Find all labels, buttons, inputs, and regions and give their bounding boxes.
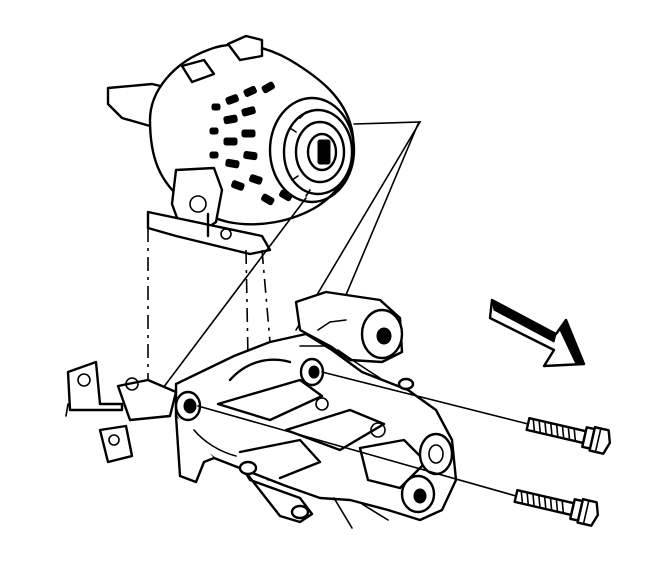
adjuster-bracket — [65, 360, 124, 417]
bolt-centerlines — [197, 345, 529, 497]
bracket-bolt-lower — [513, 488, 600, 527]
alternator-vents — [209, 81, 293, 206]
engine-bracket — [116, 290, 458, 529]
washer-plate — [98, 424, 134, 464]
alternator-pulley — [282, 108, 354, 197]
arrow-icon — [488, 298, 586, 368]
bracket-bolt-upper — [525, 416, 612, 455]
